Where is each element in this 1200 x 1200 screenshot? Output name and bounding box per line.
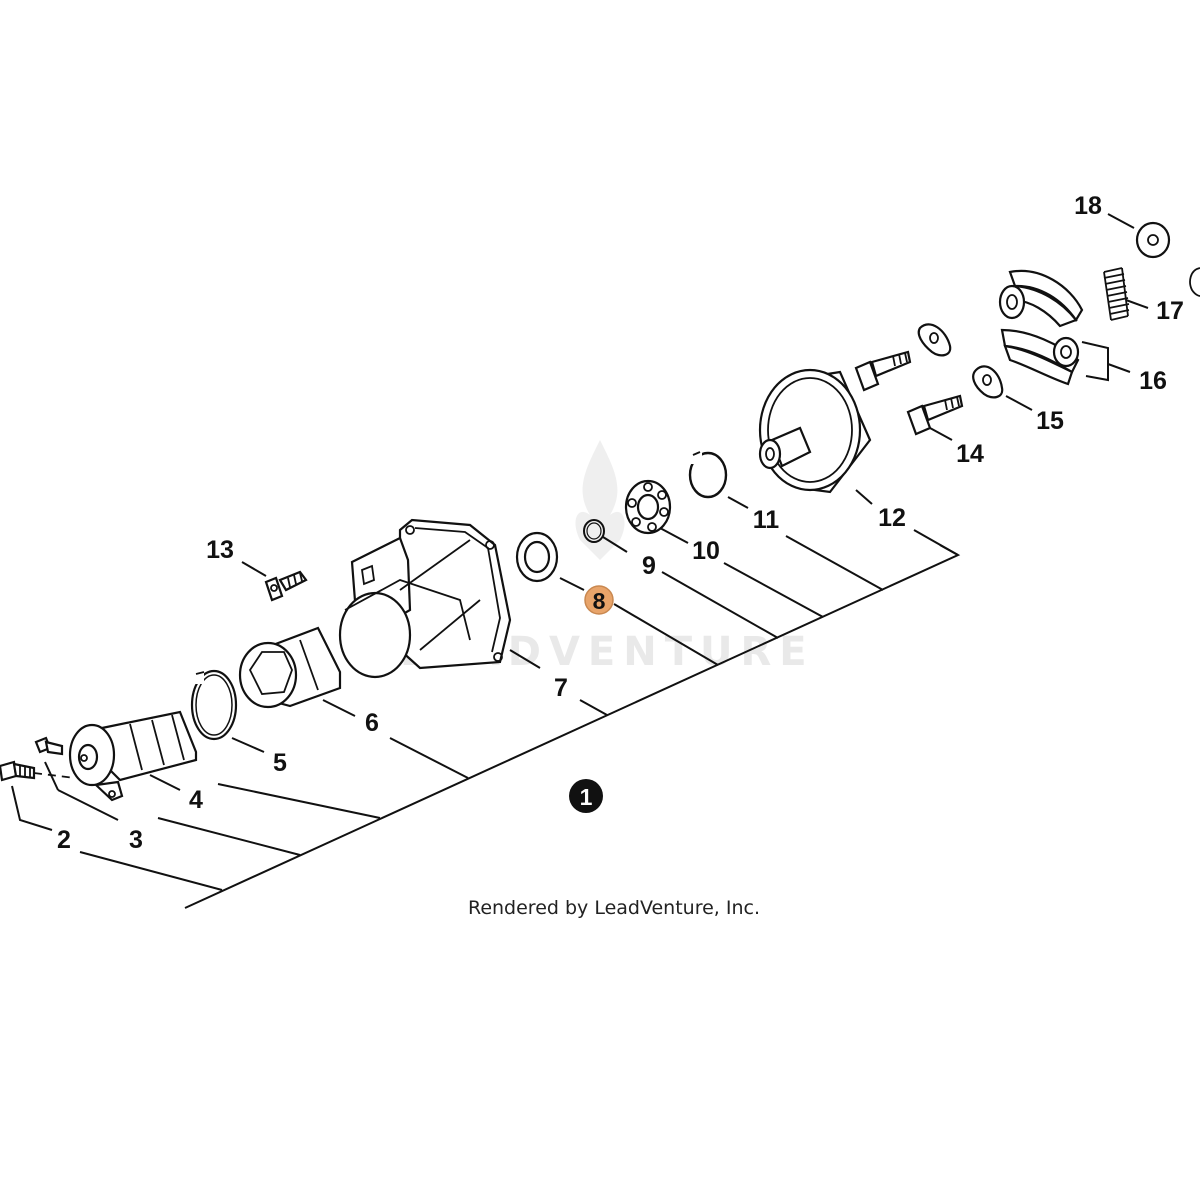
callouts: 2 3 4 5 6 7 8 9 10 11 12 13 14 15 16 17 … <box>57 192 1184 854</box>
assembly-marker <box>569 779 603 813</box>
callout-5[interactable]: 5 <box>273 749 287 777</box>
part-5-retaining-ring[interactable] <box>190 669 238 741</box>
part-11-snap-ring[interactable] <box>688 450 728 499</box>
callout-12[interactable]: 12 <box>878 504 906 532</box>
callout-4[interactable]: 4 <box>189 786 203 814</box>
callout-17[interactable]: 17 <box>1156 297 1184 325</box>
highlight-marker <box>584 585 614 615</box>
callout-13[interactable]: 13 <box>206 536 234 564</box>
callout-9[interactable]: 9 <box>642 552 656 580</box>
part-13-screw[interactable] <box>264 570 308 602</box>
callout-6[interactable]: 6 <box>365 709 379 737</box>
part-17-spring[interactable] <box>1103 267 1130 321</box>
callout-15[interactable]: 15 <box>1036 407 1064 435</box>
part-2-screw[interactable] <box>0 760 76 782</box>
part-16-clutch-shoe[interactable] <box>1000 328 1080 386</box>
credit-text: Rendered by LeadVenture, Inc. <box>468 897 760 919</box>
callout-18[interactable]: 18 <box>1074 192 1102 220</box>
callout-11[interactable]: 11 <box>753 506 780 534</box>
leader-lines <box>11 213 1149 909</box>
part-3-bolt[interactable] <box>34 736 64 756</box>
part-10-bearing[interactable] <box>624 479 672 535</box>
callout-8-highlight[interactable]: 8 <box>584 585 614 615</box>
callout-16[interactable]: 16 <box>1139 367 1167 395</box>
part-15-washer-upper[interactable] <box>917 323 952 357</box>
callout-14[interactable]: 14 <box>956 440 984 468</box>
callout-1-assembly[interactable]: 1 <box>569 779 603 813</box>
part-7-gear-housing[interactable] <box>338 518 512 679</box>
part-15-washer[interactable] <box>972 365 1004 399</box>
callout-3[interactable]: 3 <box>129 826 143 854</box>
part-14-shoulder-bolt-upper[interactable] <box>854 350 912 392</box>
part-14-shoulder-bolt[interactable] <box>906 394 964 436</box>
callout-10[interactable]: 10 <box>692 537 720 565</box>
part-8-seal[interactable] <box>515 531 559 583</box>
part-4-shaft-coupler[interactable] <box>68 710 198 802</box>
callout-1[interactable]: 1 <box>580 784 593 810</box>
part-17-spring-partial[interactable] <box>1189 267 1200 297</box>
callout-8[interactable]: 8 <box>593 588 606 614</box>
part-12-clutch-drum[interactable] <box>758 368 872 494</box>
callout-7[interactable]: 7 <box>554 674 568 702</box>
part-18-washer[interactable] <box>1135 221 1171 259</box>
part-9-snap-ring[interactable] <box>583 519 605 543</box>
part-6-sleeve[interactable] <box>238 626 342 709</box>
part-16-clutch-shoe-upper[interactable] <box>998 269 1084 328</box>
callout-2[interactable]: 2 <box>57 826 71 854</box>
